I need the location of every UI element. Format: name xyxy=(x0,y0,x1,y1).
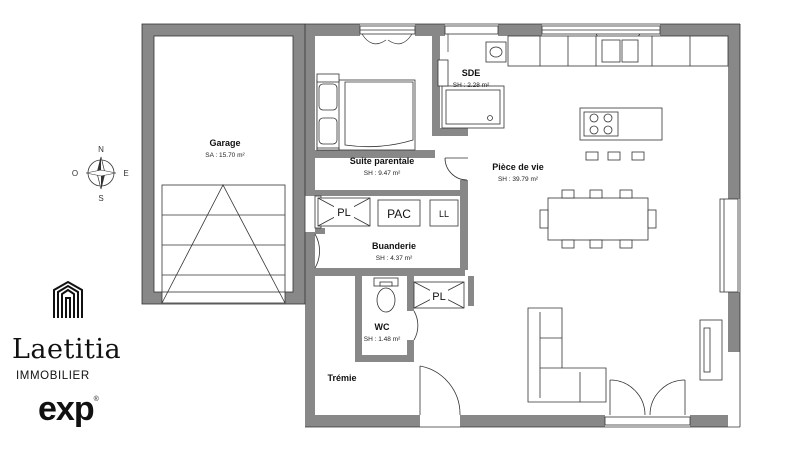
exp-logo-text: exp xyxy=(38,390,95,428)
compass-rose xyxy=(85,156,117,190)
compass-e: E xyxy=(123,169,128,178)
kitchen xyxy=(507,35,729,161)
exp-logo: exp® xyxy=(38,390,99,429)
wall-outlines xyxy=(141,23,741,428)
sofa xyxy=(527,307,607,403)
wc-name: WC xyxy=(375,322,390,332)
garage-door xyxy=(161,184,286,304)
brand-name: Laetitia xyxy=(12,334,122,365)
registered-mark: ® xyxy=(93,396,99,403)
garage-area: SA : 15.70 m² xyxy=(205,152,245,159)
compass-s: S xyxy=(98,194,103,203)
walls xyxy=(142,24,740,427)
pl-label-1: PL xyxy=(337,207,350,219)
compass-n: N xyxy=(98,145,104,154)
toilet xyxy=(373,277,399,313)
brand-subtitle: IMMOBILIER xyxy=(16,370,90,382)
buanderie-name: Buanderie xyxy=(372,241,416,251)
tremie-name: Trémie xyxy=(327,373,356,383)
suite-name: Suite parentale xyxy=(350,156,415,166)
compass-o: O xyxy=(72,169,78,178)
shower xyxy=(437,41,507,129)
sde-area: SH : 2.28 m² xyxy=(453,82,490,89)
buanderie-area: SH : 4.37 m² xyxy=(376,255,413,262)
pl-label-2: PL xyxy=(432,291,445,303)
suite-area: SH : 9.47 m² xyxy=(364,170,401,177)
pac-label: PAC xyxy=(387,207,411,221)
laetitia-logo-icon xyxy=(53,280,83,318)
dining-table xyxy=(539,189,657,249)
bed xyxy=(316,73,416,151)
ll-label: LL xyxy=(439,209,449,219)
piece-vie-area: SH : 39.79 m² xyxy=(498,176,539,183)
sde-name: SDE xyxy=(462,68,481,78)
garage-name: Garage xyxy=(209,138,240,148)
piece-vie-name: Pièce de vie xyxy=(492,162,544,172)
doors xyxy=(314,157,686,416)
wc-area: SH : 1.48 m² xyxy=(364,336,401,343)
tv-unit xyxy=(699,319,723,381)
